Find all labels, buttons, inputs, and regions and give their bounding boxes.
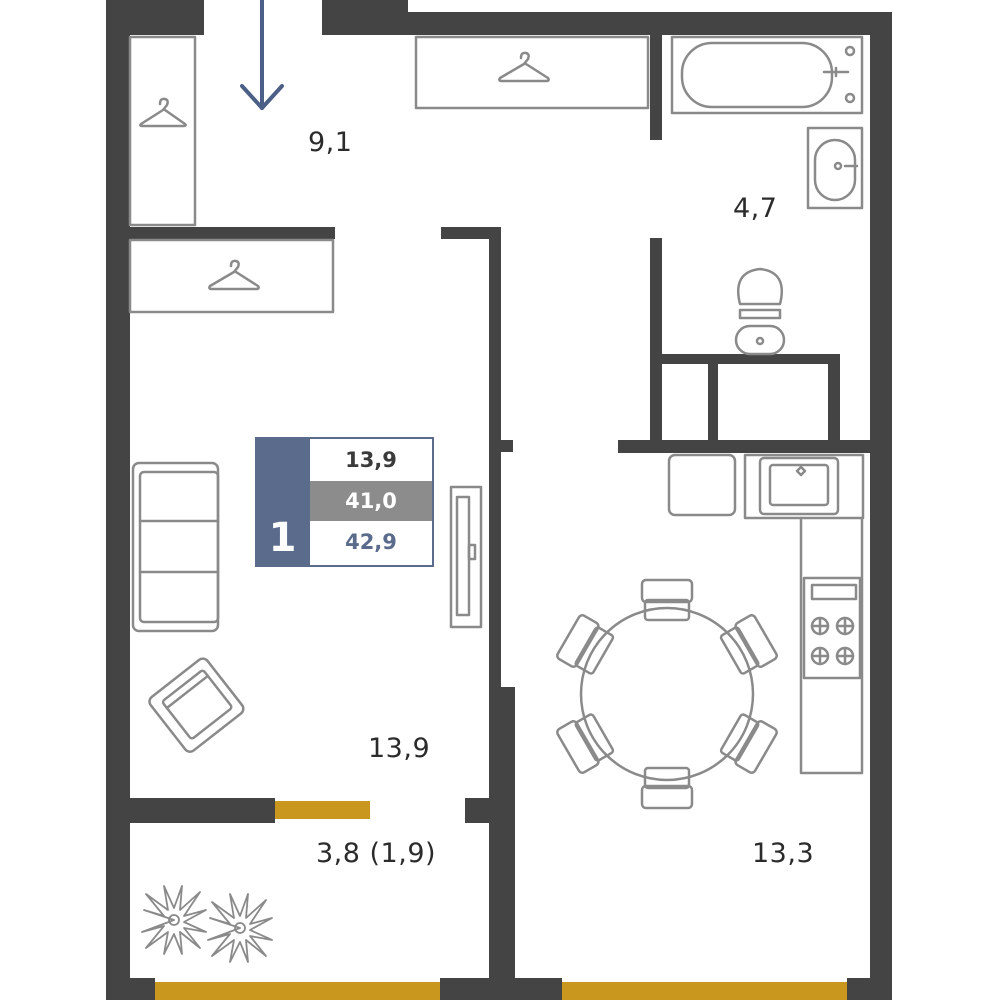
apartment-info-badge: 1 13,9 41,0 42,9 bbox=[255, 437, 434, 567]
room-area-hallway: 9,1 bbox=[308, 127, 353, 158]
room-area-living-room: 13,9 bbox=[368, 733, 431, 764]
total-area: 41,0 bbox=[310, 481, 432, 521]
kitchen-sink bbox=[743, 453, 865, 520]
wardrobe-top bbox=[414, 35, 650, 110]
wardrobe-living bbox=[128, 238, 335, 314]
stove bbox=[802, 576, 862, 680]
sofa bbox=[131, 461, 220, 633]
bathtub bbox=[670, 35, 864, 115]
window-frames bbox=[130, 978, 870, 1000]
dining-table bbox=[579, 606, 755, 782]
plant-icon bbox=[141, 885, 273, 963]
room-area-balcony: 3,8 (1,9) bbox=[316, 838, 437, 869]
hanger-icon bbox=[208, 259, 260, 291]
furniture bbox=[128, 35, 865, 963]
dining-chairs bbox=[556, 578, 778, 810]
walls bbox=[106, 0, 892, 1000]
hanger-icon bbox=[139, 97, 187, 128]
sink bbox=[806, 126, 864, 210]
full-area: 42,9 bbox=[345, 530, 397, 554]
wardrobe-left bbox=[128, 35, 197, 227]
fridge bbox=[667, 453, 737, 517]
tv-stand bbox=[449, 485, 483, 629]
living-area: 13,9 bbox=[345, 448, 397, 472]
room-area-bathroom: 4,7 bbox=[733, 193, 778, 224]
toilet bbox=[734, 267, 786, 356]
area-table: 13,9 41,0 42,9 bbox=[310, 437, 434, 567]
hanger-icon bbox=[498, 51, 550, 83]
room-area-kitchen: 13,3 bbox=[752, 838, 815, 869]
armchair bbox=[148, 657, 245, 753]
windows bbox=[155, 801, 847, 1000]
kitchen-counter bbox=[799, 516, 864, 775]
rooms-count: 1 bbox=[255, 437, 310, 567]
arrow-down-icon bbox=[240, 0, 284, 110]
